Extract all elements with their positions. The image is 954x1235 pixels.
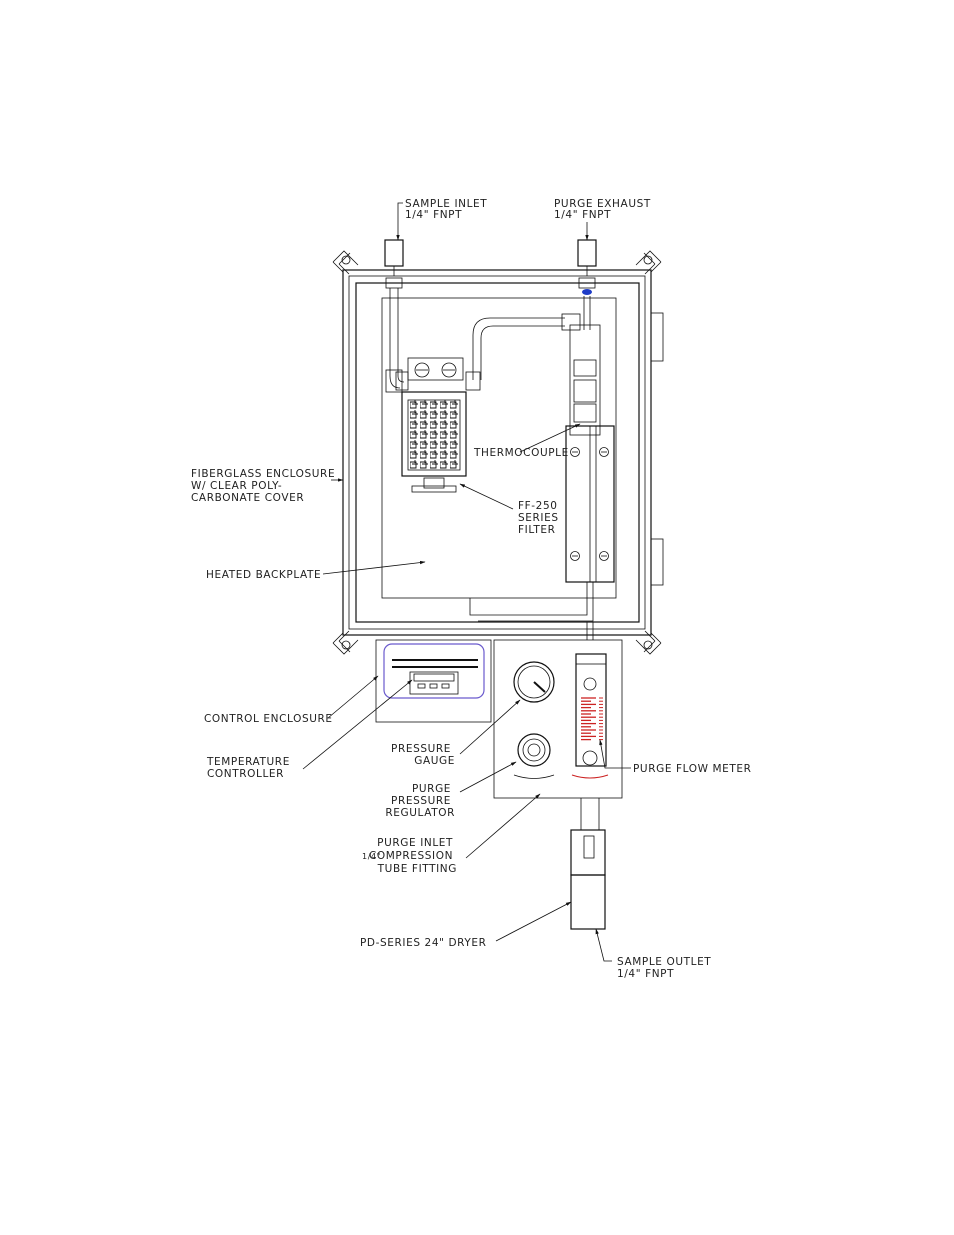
label-purge-pressure-regulator: PURGE PRESSURE REGULATOR xyxy=(385,783,455,819)
label-control-enclosure: CONTROL ENCLOSURE xyxy=(204,713,333,725)
label-heated-backplate: HEATED BACKPLATE xyxy=(206,569,321,581)
pressure-gauge xyxy=(513,661,555,703)
label-thermocouple: THERMOCOUPLE xyxy=(473,447,569,459)
ff-250-filter xyxy=(395,313,581,493)
dryer-column xyxy=(469,324,615,640)
label-dryer: PD-SERIES 24" DRYER xyxy=(360,937,487,949)
label-fiberglass-enclosure: FIBERGLASS ENCLOSURE W/ CLEAR POLY- CARB… xyxy=(191,468,339,504)
labels: SAMPLE INLET 1/4" FNPT PURGE EXHAUST 1/4… xyxy=(191,198,752,980)
pd-series-dryer xyxy=(570,798,606,930)
temperature-controller xyxy=(409,671,459,695)
label-pressure-gauge: PRESSURE GAUGE xyxy=(391,743,455,767)
label-purge-inlet: PURGE INLET COMPRESSION TUBE FITTING xyxy=(369,837,457,875)
label-purge-inlet-fraction: 1/4" xyxy=(362,852,381,861)
label-purge-flow-meter: PURGE FLOW METER xyxy=(633,763,752,775)
control-enclosure xyxy=(375,639,492,723)
mounting-ear-bottom-right xyxy=(635,630,662,655)
leader-lines xyxy=(302,202,631,962)
label-sample-inlet: SAMPLE INLET 1/4" FNPT xyxy=(405,198,491,221)
label-sample-outlet: SAMPLE OUTLET 1/4" FNPT xyxy=(617,956,715,980)
label-purge-exhaust: PURGE EXHAUST 1/4" FNPT xyxy=(554,198,655,221)
purge-pressure-regulator xyxy=(513,733,555,779)
label-filter: FF-250 SERIES FILTER xyxy=(518,500,563,536)
purge-flow-meter xyxy=(571,653,609,779)
purge-control-panel xyxy=(493,639,623,799)
fiberglass-enclosure xyxy=(342,269,664,636)
sample-inlet-fitting xyxy=(384,239,405,393)
mounting-ear-bottom-left xyxy=(332,630,359,655)
mounting-ear-top-left xyxy=(332,250,359,275)
mounting-ear-top-right xyxy=(635,250,662,275)
purge-exhaust-fitting xyxy=(577,239,597,330)
label-temperature-controller: TEMPERATURE CONTROLLER xyxy=(206,756,294,780)
